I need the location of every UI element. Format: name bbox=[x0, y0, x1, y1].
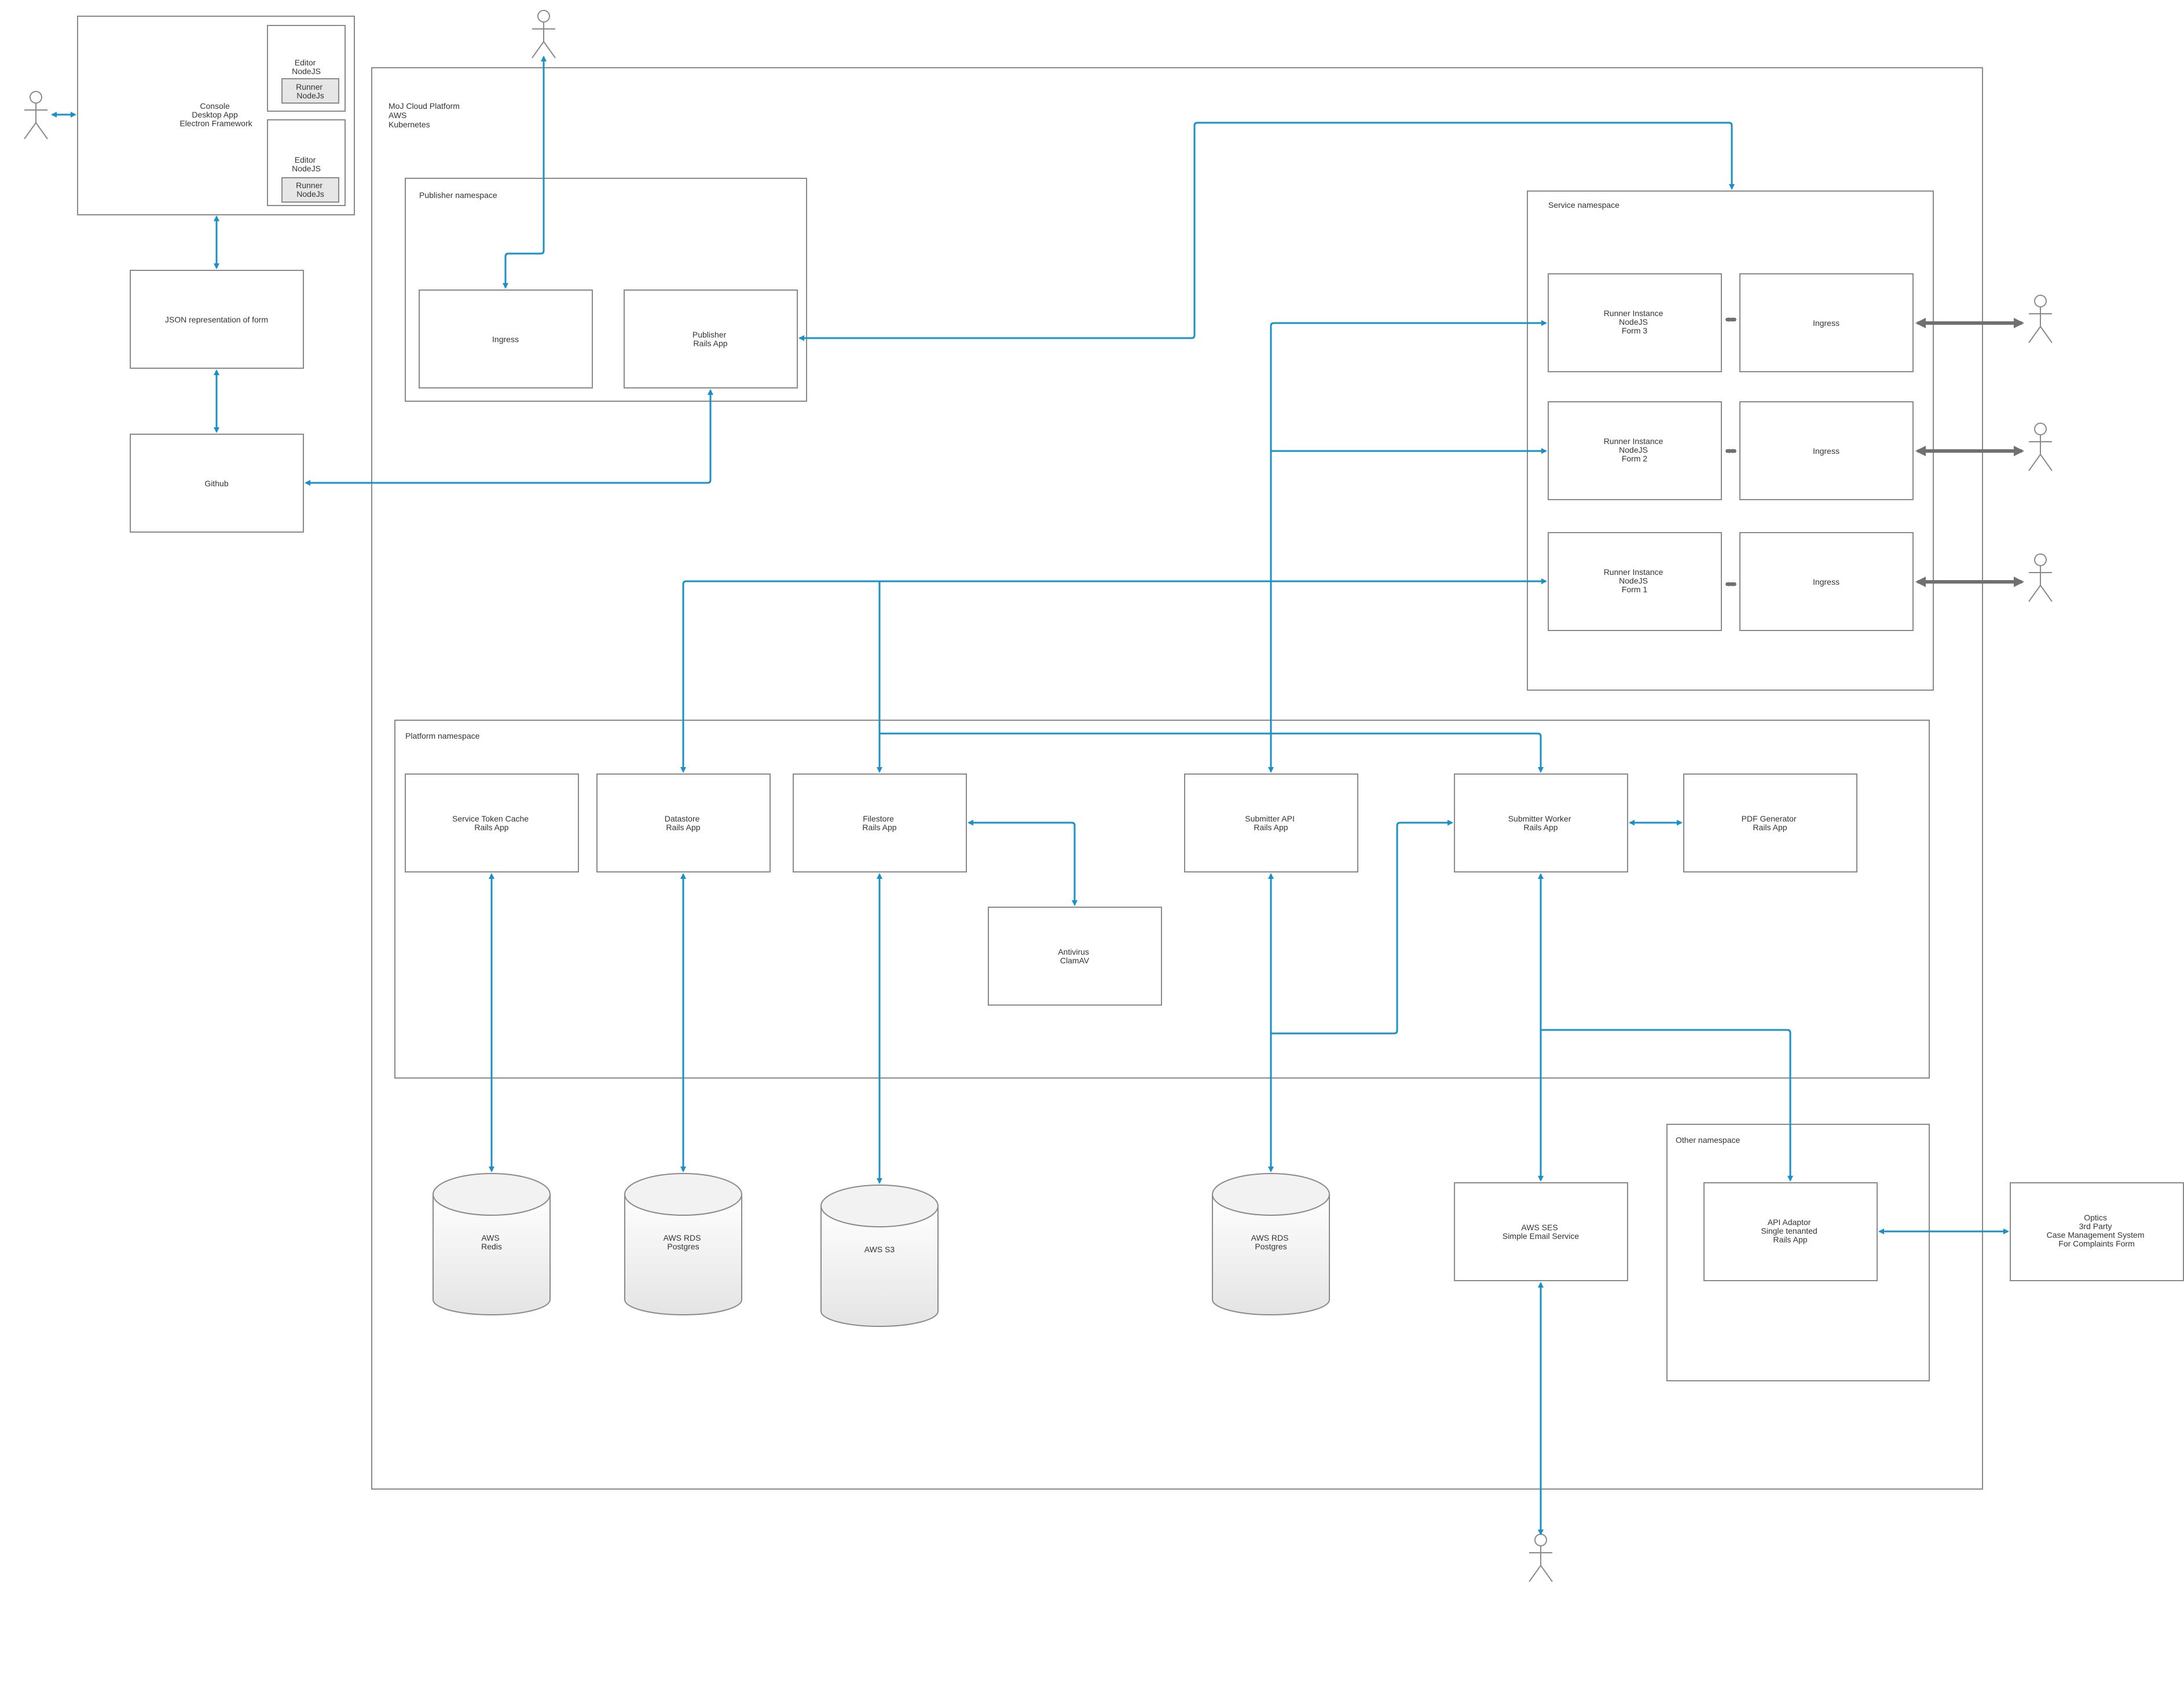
user-actor-email bbox=[1529, 1534, 1553, 1582]
svg-text:Github: Github bbox=[204, 479, 228, 488]
rds-datastore-cylinder: AWS RDS Postgres bbox=[624, 1173, 742, 1315]
svg-text:API Adaptor Single tenan: API Adaptor Single tenanted Rails App bbox=[1761, 1218, 1819, 1244]
console-label: Console Desktop App Electron Framework bbox=[179, 101, 252, 128]
github-box: Github bbox=[130, 434, 304, 533]
publisher-app-box bbox=[624, 289, 798, 388]
connector-worker-api-adaptor bbox=[1541, 1029, 1793, 1182]
svg-text:AWS SES Simple Email Ser: AWS SES Simple Email Service bbox=[1503, 1223, 1579, 1241]
svg-text:JSON representation of form: JSON representation of form bbox=[165, 315, 268, 324]
svg-text:Filestore Rails App: Filestore Rails App bbox=[862, 814, 896, 832]
svg-text:Ingress: Ingress bbox=[1813, 577, 1839, 586]
user-actor-form-1 bbox=[2028, 553, 2053, 602]
connector-publisher-service-ns bbox=[798, 122, 1735, 341]
publisher-namespace: Publisher namespace Ingress Publisher Ra… bbox=[405, 178, 807, 402]
user-actor-form-2 bbox=[2028, 423, 2053, 471]
svg-text:Publisher Rails App: Publisher Rails App bbox=[692, 330, 728, 348]
svg-text:AWS S3: AWS S3 bbox=[864, 1245, 895, 1254]
svg-text:Runner Instance NodeJS: Runner Instance NodeJS Form 2 bbox=[1604, 437, 1666, 463]
antivirus-box bbox=[988, 907, 1162, 1006]
svg-text:Editor NodeJS: Editor NodeJS bbox=[292, 155, 321, 173]
service-ingress-3 bbox=[1739, 273, 1914, 372]
svg-text:Runner NodeJs: Runner NodeJs bbox=[296, 181, 325, 199]
runner-instance-form-2 bbox=[1548, 401, 1722, 500]
svg-text:Other namespace: Other namespace bbox=[1676, 1135, 1740, 1145]
user-actor-publisher bbox=[532, 10, 556, 58]
svg-text:Ingress: Ingress bbox=[1813, 446, 1839, 456]
svg-text:Editor NodeJS: Editor NodeJS bbox=[292, 58, 321, 76]
editor-box-1: Editor NodeJS Runner NodeJs bbox=[267, 25, 346, 112]
api-adaptor-box bbox=[1703, 1182, 1878, 1281]
svg-text:Ingress: Ingress bbox=[492, 335, 519, 344]
service-ingress-1 bbox=[1739, 532, 1914, 631]
svg-text:AWS RDS Postgres: AWS RDS Postgres bbox=[1251, 1233, 1291, 1251]
submitter-worker-box bbox=[1454, 773, 1628, 872]
json-form-box: JSON representation of form bbox=[130, 270, 304, 369]
user-actor-form-3 bbox=[2028, 295, 2053, 343]
connector-submitter-api-trunk bbox=[1268, 320, 1547, 773]
svg-text:Ingress: Ingress bbox=[1813, 318, 1839, 328]
redis-cylinder: AWS Redis bbox=[433, 1173, 551, 1315]
service-namespace: Service namespace Runner Instance NodeJS… bbox=[1527, 190, 1934, 691]
aws-ses-box: AWS SES Simple Email Service bbox=[1454, 1182, 1628, 1281]
user-actor-console bbox=[24, 91, 48, 140]
svg-text:Service namespace: Service namespace bbox=[1548, 200, 1619, 210]
svg-text:Submitter API Rails App: Submitter API Rails App bbox=[1245, 814, 1296, 832]
svg-text:Service Token Cache Rail: Service Token Cache Rails App bbox=[452, 814, 531, 832]
svg-text:Datastore Rails App: Datastore Rails App bbox=[665, 814, 702, 832]
s3-cylinder: AWS S3 bbox=[820, 1185, 939, 1327]
submitter-api-box bbox=[1184, 773, 1358, 872]
connector-worker-link bbox=[880, 732, 1544, 773]
svg-text:Submitter Worker Rails A: Submitter Worker Rails App bbox=[1508, 814, 1574, 832]
optics-box: Optics 3rd Party Case Management System … bbox=[2010, 1182, 2184, 1281]
svg-text:Runner NodeJs: Runner NodeJs bbox=[296, 82, 325, 100]
connector-datastore-link bbox=[680, 580, 687, 773]
platform-title: MoJ Cloud Platform AWS Kubernetes bbox=[389, 101, 462, 129]
svg-text:Runner Instance NodeJS: Runner Instance NodeJS Form 1 bbox=[1604, 567, 1666, 594]
svg-text:Platform namespace: Platform namespace bbox=[405, 731, 480, 740]
other-namespace: Other namespace API Adaptor Single tenan… bbox=[1666, 1124, 1930, 1381]
svg-text:AWS Redis: AWS Redis bbox=[481, 1233, 502, 1251]
rds-submitter-cylinder: AWS RDS Postgres bbox=[1212, 1173, 1330, 1315]
platform-namespace: Platform namespace Service Token Cache R… bbox=[394, 720, 1930, 1079]
filestore-box bbox=[793, 773, 967, 872]
service-token-cache-box bbox=[405, 773, 579, 872]
svg-text:PDF Generator Rails App: PDF Generator Rails App bbox=[1742, 814, 1799, 832]
service-ingress-2 bbox=[1739, 401, 1914, 500]
runner-box-1 bbox=[281, 78, 339, 104]
publisher-ingress-box bbox=[419, 289, 593, 388]
ingress-connectors bbox=[1725, 317, 2024, 587]
runner-box-2 bbox=[281, 177, 339, 203]
connector-api-worker bbox=[1271, 820, 1453, 1035]
svg-text:Publisher namespace: Publisher namespace bbox=[419, 190, 497, 200]
editor-box-2: Editor NodeJS Runner NodeJs bbox=[267, 119, 346, 206]
runner-instance-form-1 bbox=[1548, 532, 1722, 631]
svg-text:Optics 3rd Party C: Optics 3rd Party Case Management System … bbox=[2047, 1213, 2147, 1248]
connector-actor-ingress bbox=[503, 56, 547, 289]
svg-text:Antivirus ClamAV: Antivirus ClamAV bbox=[1058, 947, 1091, 965]
svg-text:AWS RDS Postgres: AWS RDS Postgres bbox=[664, 1233, 703, 1251]
pdf-generator-box bbox=[1683, 773, 1857, 872]
datastore-box bbox=[596, 773, 771, 872]
connector-filestore-antivirus bbox=[968, 820, 1078, 906]
connector-github-publisher bbox=[305, 389, 713, 486]
console-desktop-app: Console Desktop App Electron Framework E… bbox=[77, 16, 355, 215]
connectors bbox=[51, 56, 2009, 1535]
